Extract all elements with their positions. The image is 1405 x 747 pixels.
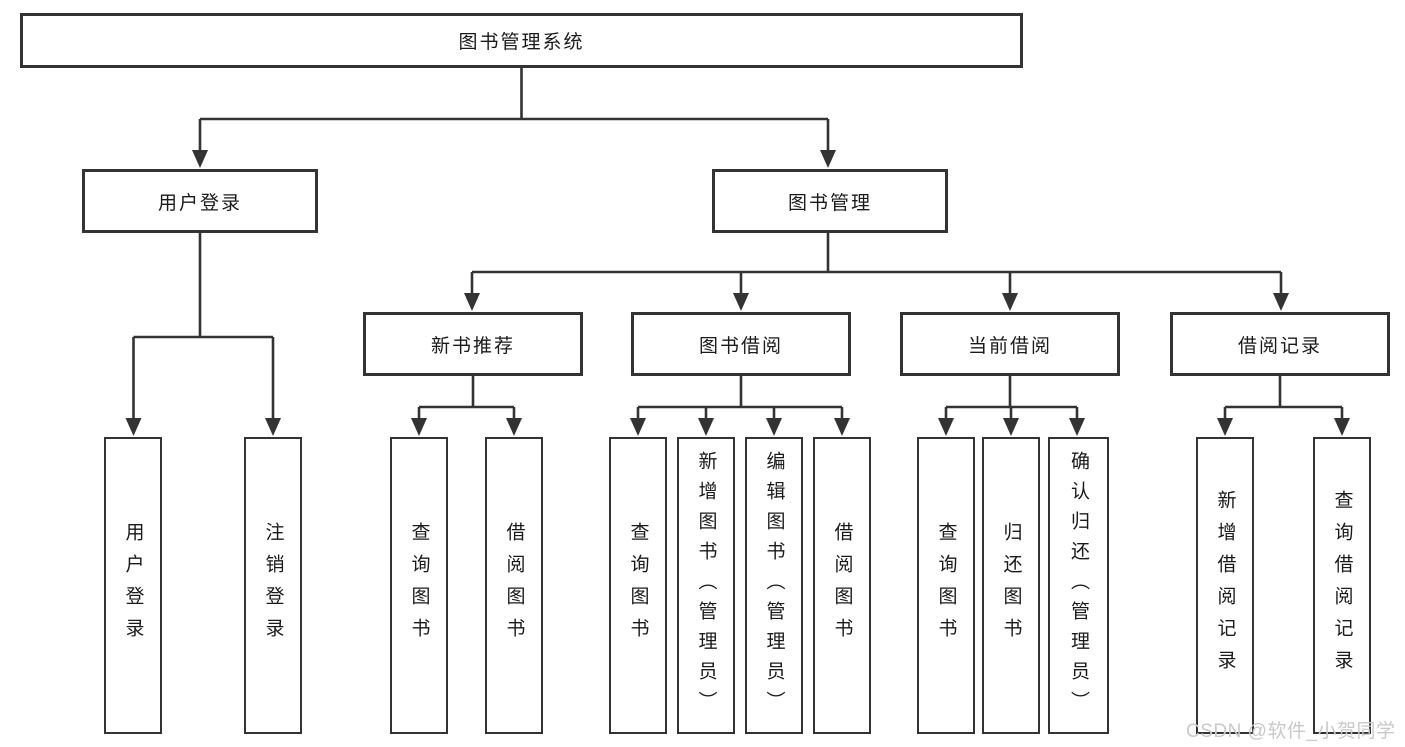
wire-new-book-split [417, 376, 516, 422]
node-root: 图书管理系统 [20, 13, 1023, 68]
leaf-borrow-books: 借阅图书 [813, 437, 871, 734]
node-user-login: 用户登录 [82, 169, 318, 233]
leaf-add-borrow-record: 新增借阅记录 [1196, 437, 1254, 734]
arrowheads [125, 150, 1350, 436]
wire-book-management-split [470, 233, 1283, 297]
node-borrow-records: 借阅记录 [1170, 312, 1390, 376]
leaf-query-borrow-record: 查询借阅记录 [1313, 437, 1371, 734]
arrow-leaf [125, 418, 142, 436]
arrow-leaf [766, 418, 782, 436]
wire-borrow-records-split [1223, 376, 1344, 422]
leaf-query-books-current: 查询图书 [917, 437, 975, 734]
node-book-borrow: 图书借阅 [631, 312, 851, 376]
csdn-watermark: CSDN @软件_小贺同学 [1186, 721, 1396, 742]
arrow-leaf [1217, 418, 1233, 436]
arrow-book-management [820, 150, 836, 168]
leaf-edit-books-admin: 编辑图书（管理员） [745, 437, 803, 734]
leaf-query-books-borrow: 查询图书 [609, 437, 667, 734]
leaf-user-login: 用户登录 [104, 437, 162, 734]
leaf-confirm-return-admin: 确认归还（管理员） [1048, 437, 1109, 734]
arrow-book-borrow [733, 293, 749, 311]
leaf-query-books-recommend: 查询图书 [390, 437, 448, 734]
arrow-leaf [265, 418, 281, 436]
wire-book-borrow-split [636, 376, 844, 422]
arrow-leaf [1069, 418, 1085, 436]
arrow-current-borrow [1002, 293, 1018, 311]
node-book-management: 图书管理 [712, 169, 948, 233]
leaf-logout: 注销登录 [244, 437, 302, 734]
arrow-user-login [192, 150, 208, 168]
arrow-leaf [1003, 418, 1019, 436]
arrow-new-book [464, 293, 480, 311]
arrow-borrow-records [1273, 293, 1289, 311]
node-current-borrow: 当前借阅 [900, 312, 1120, 376]
arrow-leaf [506, 418, 522, 436]
arrow-leaf [938, 418, 954, 436]
wire-current-borrow-split [944, 376, 1079, 422]
node-new-book-recommend: 新书推荐 [363, 312, 583, 376]
leaf-borrow-books-recommend: 借阅图书 [485, 437, 543, 734]
leaf-return-books: 归还图书 [982, 437, 1040, 734]
arrow-leaf [630, 418, 646, 436]
wire-user-login-split [132, 233, 275, 422]
wire-root-split [198, 67, 830, 154]
arrow-leaf [834, 418, 850, 436]
leaf-add-books-admin: 新增图书（管理员） [677, 437, 735, 734]
arrow-leaf [411, 418, 427, 436]
arrow-leaf [698, 418, 714, 436]
arrow-leaf [1334, 418, 1350, 436]
